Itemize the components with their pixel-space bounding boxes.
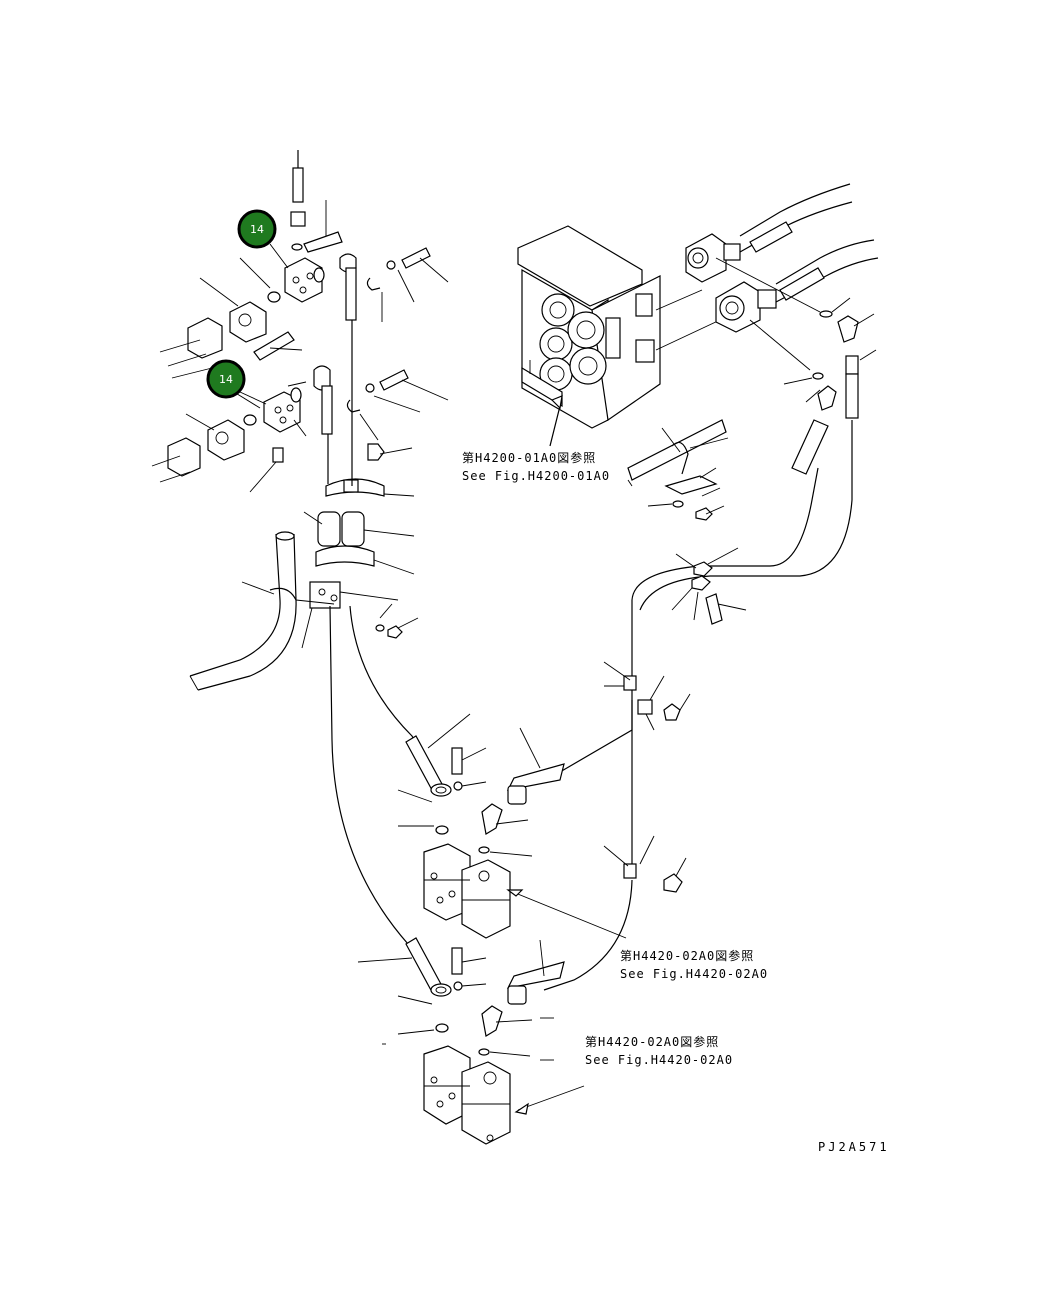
- reference-en: See Fig.H4420-02A0: [620, 967, 768, 981]
- reference-h4420-02a0-upper: 第H4420-02A0図参照 See Fig.H4420-02A0: [620, 948, 768, 981]
- callout-number: 14: [250, 223, 264, 236]
- main-control-valve: [517, 225, 721, 447]
- reference-jp: 第H4420-02A0図参照: [585, 1034, 719, 1049]
- callout-bubble: [206, 359, 246, 399]
- reference-jp: 第H4420-02A0図参照: [620, 948, 754, 963]
- left-bent-pipe: [189, 531, 335, 691]
- lower-left-fittings: [151, 365, 449, 493]
- vertical-hoses: [327, 320, 471, 993]
- callout-14-bottom[interactable]: 14: [206, 359, 267, 405]
- right-hose-routing: [506, 420, 853, 1115]
- callout-14-top[interactable]: 14: [237, 209, 289, 269]
- control-valve-upper: [397, 747, 533, 939]
- reference-h4420-02a0-lower: 第H4420-02A0図参照 See Fig.H4420-02A0: [585, 1034, 733, 1067]
- upper-left-fittings: [159, 150, 449, 379]
- callout-bubble: [237, 209, 277, 249]
- mounting-bracket: [627, 419, 747, 625]
- reference-h4200-01a0: 第H4200-01A0図参照 See Fig.H4200-01A0: [462, 450, 610, 483]
- reference-en: See Fig.H4200-01A0: [462, 469, 610, 483]
- control-valve-lower: [382, 947, 554, 1145]
- drawing-code: PJ2A571: [818, 1140, 890, 1154]
- reference-jp: 第H4200-01A0図参照: [462, 450, 596, 465]
- hydraulic-pumps: [685, 183, 879, 475]
- reference-en: See Fig.H4420-02A0: [585, 1053, 733, 1067]
- hose-clamp-assembly: [301, 478, 419, 649]
- callout-number: 14: [219, 373, 233, 386]
